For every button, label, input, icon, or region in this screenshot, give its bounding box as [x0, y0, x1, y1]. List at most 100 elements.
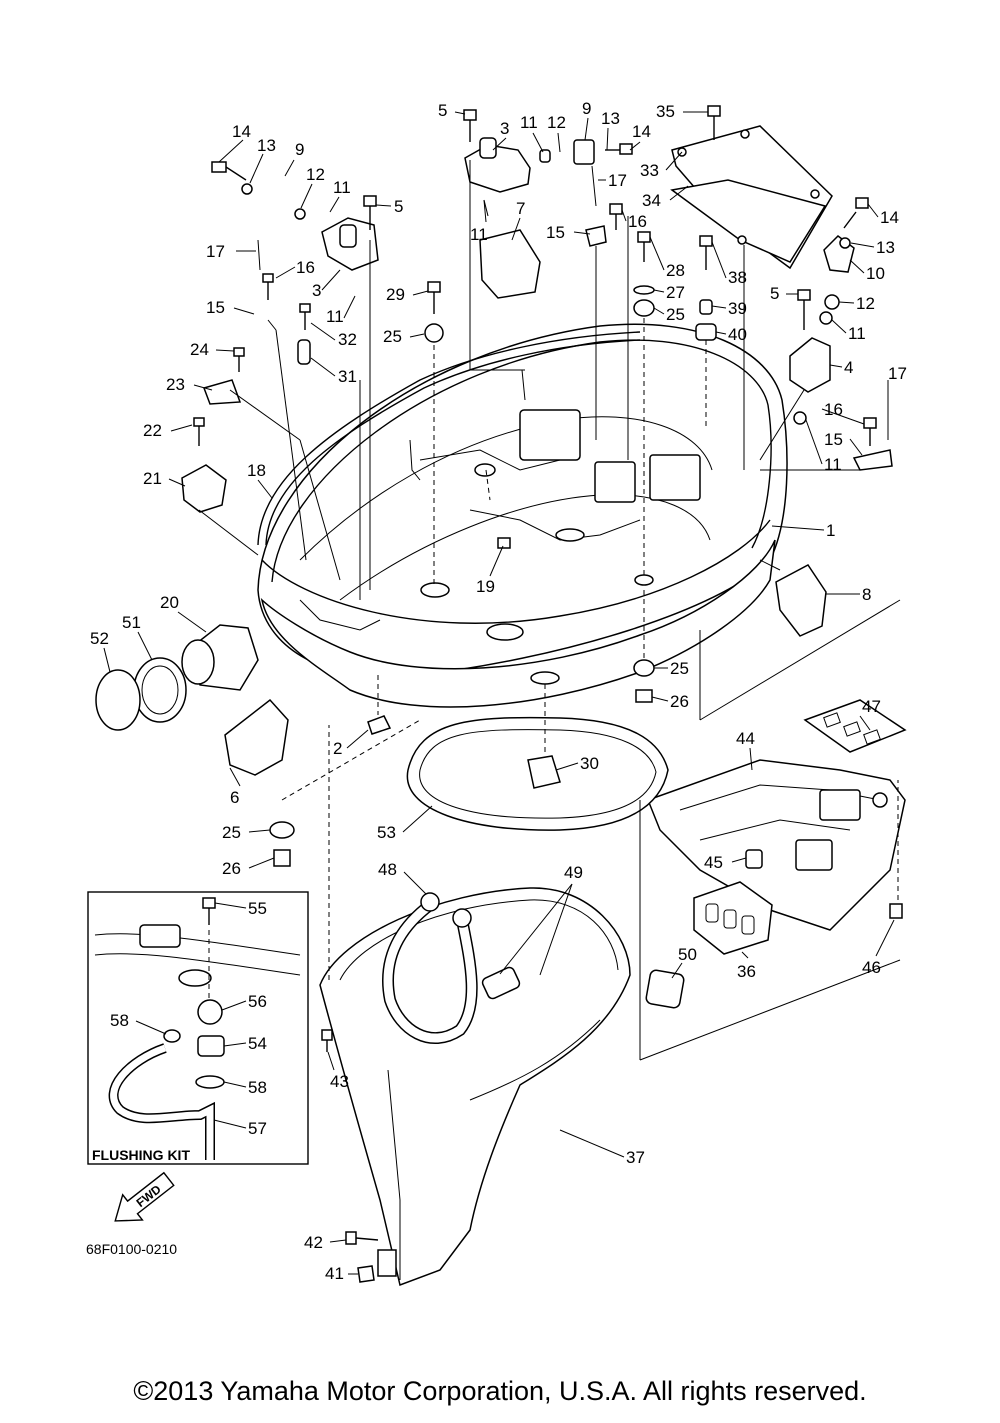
callout-5: 5	[394, 197, 403, 216]
callout-15: 15	[824, 430, 843, 449]
callout-14: 14	[632, 122, 651, 141]
callout-34: 34	[642, 191, 661, 210]
callout-11: 11	[824, 455, 842, 474]
callout-leaders	[103, 111, 895, 1275]
callout-4: 4	[844, 358, 853, 377]
callout-46: 46	[862, 958, 881, 977]
fwd-arrow: FWD	[114, 1171, 175, 1222]
callout-57: 57	[248, 1119, 267, 1138]
callout-28: 28	[666, 261, 685, 280]
callout-17: 17	[888, 364, 907, 383]
callout-38: 38	[728, 268, 747, 287]
callout-11: 11	[470, 225, 488, 244]
callout-6: 6	[230, 788, 239, 807]
callout-12: 12	[547, 113, 566, 132]
callout-29: 29	[386, 285, 405, 304]
callout-33: 33	[640, 161, 659, 180]
copyright-notice: ©2013 Yamaha Motor Corporation, U.S.A. A…	[133, 1376, 867, 1406]
callout-5: 5	[770, 284, 779, 303]
callout-24: 24	[190, 340, 209, 359]
handle-part	[479, 229, 541, 299]
callout-16: 16	[296, 258, 315, 277]
callout-3: 3	[500, 119, 509, 138]
leader-lines	[198, 160, 901, 1061]
seal-part	[257, 331, 641, 546]
callout-15: 15	[206, 298, 225, 317]
callout-49: 49	[564, 863, 583, 882]
callout-12: 12	[856, 294, 875, 313]
callout-9: 9	[295, 140, 304, 159]
callout-58: 58	[110, 1011, 129, 1030]
flushing-kit-label: FLUSHING KIT	[92, 1147, 190, 1163]
callout-48: 48	[378, 860, 397, 879]
callout-25: 25	[222, 823, 241, 842]
callout-15: 15	[546, 223, 565, 242]
callout-11: 11	[848, 324, 866, 343]
callout-32: 32	[338, 330, 357, 349]
callout-13: 13	[876, 238, 895, 257]
callout-14: 14	[880, 208, 899, 227]
callout-18: 18	[247, 461, 266, 480]
callout-9: 9	[582, 99, 591, 118]
callout-16: 16	[824, 400, 843, 419]
callout-16: 16	[628, 212, 647, 231]
callout-40: 40	[728, 325, 747, 344]
callout-8: 8	[862, 585, 871, 604]
callout-30: 30	[580, 754, 599, 773]
callout-25: 25	[670, 659, 689, 678]
callout-14: 14	[232, 122, 251, 141]
callout-37: 37	[626, 1148, 645, 1167]
callout-54: 54	[248, 1034, 267, 1053]
bracket-part	[224, 698, 289, 776]
callout-1: 1	[826, 521, 835, 540]
callout-26: 26	[222, 859, 241, 878]
callout-numbers: 14 13 9 12 11 5 17 16 3 11 15 32 31 24 2…	[90, 99, 907, 1283]
callout-25: 25	[666, 305, 685, 324]
callout-35: 35	[656, 102, 675, 121]
callout-17: 17	[206, 242, 225, 261]
callout-44: 44	[736, 729, 755, 748]
plug-part	[95, 624, 259, 731]
callout-10: 10	[866, 264, 885, 283]
callout-31: 31	[338, 367, 357, 386]
latch-part	[321, 137, 855, 393]
callout-43: 43	[330, 1072, 349, 1091]
callout-26: 26	[670, 692, 689, 711]
callout-50: 50	[678, 945, 697, 964]
callout-36: 36	[737, 962, 756, 981]
fasteners	[193, 105, 903, 1283]
callout-21: 21	[143, 469, 162, 488]
cover-part	[693, 881, 773, 955]
callout-11: 11	[333, 178, 351, 197]
callout-23: 23	[166, 375, 185, 394]
apron-part	[319, 887, 631, 1287]
callout-22: 22	[143, 421, 162, 440]
callout-2: 2	[333, 739, 342, 758]
callout-13: 13	[257, 136, 276, 155]
diagram-reference-code: 68F0100-0210	[86, 1241, 177, 1257]
callout-55: 55	[248, 899, 267, 918]
callout-11: 11	[520, 113, 538, 132]
cowling-bracket-part	[647, 759, 906, 931]
callout-5: 5	[438, 101, 447, 120]
callout-3: 3	[312, 281, 321, 300]
callout-45: 45	[704, 853, 723, 872]
callout-52: 52	[90, 629, 109, 648]
callout-39: 39	[728, 299, 747, 318]
plate-part	[670, 125, 833, 270]
callout-56: 56	[248, 992, 267, 1011]
callout-27: 27	[666, 283, 685, 302]
callout-41: 41	[325, 1264, 344, 1283]
callout-12: 12	[306, 165, 325, 184]
callout-20: 20	[160, 593, 179, 612]
callout-17: 17	[608, 171, 627, 190]
callout-42: 42	[304, 1233, 323, 1252]
gasket-part	[803, 699, 907, 753]
callout-53: 53	[377, 823, 396, 842]
callout-25: 25	[383, 327, 402, 346]
callout-58: 58	[248, 1078, 267, 1097]
grommet-part	[645, 969, 685, 1009]
callout-11: 11	[326, 307, 344, 326]
callout-13: 13	[601, 109, 620, 128]
